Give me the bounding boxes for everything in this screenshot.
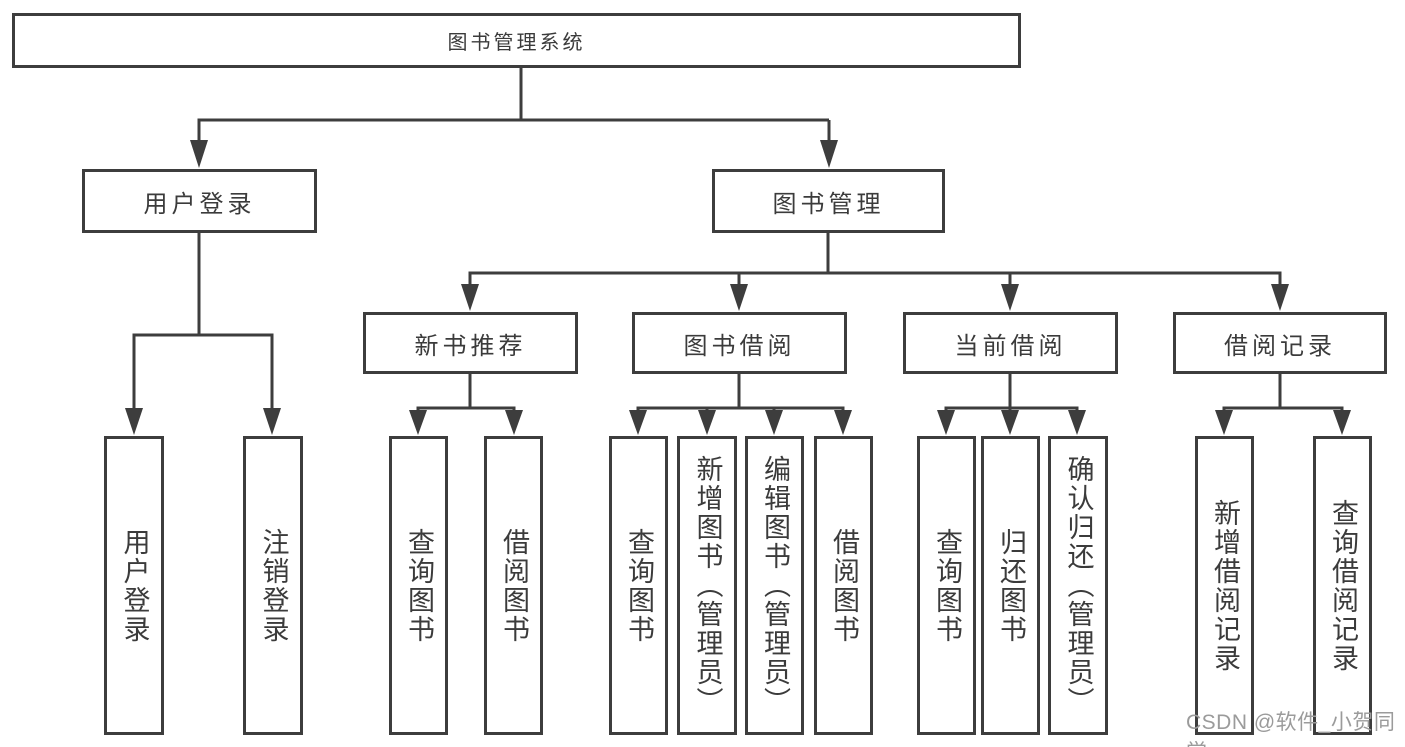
node-current-borrow: 当前借阅: [903, 312, 1118, 374]
node-leaf-logout: 注销登录: [243, 436, 303, 735]
arrowhead-icon: [409, 410, 427, 435]
node-leaf-br-query-record: 查询借阅记录: [1313, 436, 1372, 735]
edge-lines: [132, 68, 1344, 411]
arrowhead-icon: [1333, 410, 1351, 435]
arrowhead-icon: [698, 410, 716, 435]
arrowhead-icon: [629, 410, 647, 435]
edge-book-mgmt-to-level3: [468, 232, 1282, 285]
node-new-book-recommend: 新书推荐: [363, 312, 578, 374]
arrowhead-icon: [190, 140, 208, 168]
arrowhead-icon: [1215, 410, 1233, 435]
node-leaf-cb-query-books: 查询图书: [917, 436, 976, 735]
arrowhead-icon: [730, 284, 748, 311]
node-leaf-rec-query-books: 查询图书: [389, 436, 448, 735]
edge-new-book-rec-group: [416, 373, 516, 411]
arrowhead-icon: [505, 410, 523, 435]
arrowhead-icon: [461, 284, 479, 311]
node-book-borrow: 图书借阅: [632, 312, 847, 374]
arrowhead-icon: [125, 408, 143, 435]
node-leaf-bb-borrow-books: 借阅图书: [814, 436, 873, 735]
arrowheads: [125, 140, 1351, 435]
edge-borrow-records-group: [1222, 373, 1344, 411]
arrowhead-icon: [765, 410, 783, 435]
arrowhead-icon: [937, 410, 955, 435]
arrowhead-icon: [1271, 284, 1289, 311]
node-leaf-bb-edit-books-admin: 编辑图书（管理员）: [745, 436, 804, 735]
arrowhead-icon: [1001, 284, 1019, 311]
arrowhead-icon: [1068, 410, 1086, 435]
node-leaf-rec-borrow-books: 借阅图书: [484, 436, 543, 735]
node-leaf-cb-return-books: 归还图书: [981, 436, 1040, 735]
node-leaf-cb-confirm-return-admin: 确认归还（管理员）: [1048, 436, 1108, 735]
arrowhead-icon: [820, 140, 838, 168]
arrowhead-icon: [1001, 410, 1019, 435]
edge-book-borrow-group: [636, 373, 845, 411]
arrowhead-icon: [834, 410, 852, 435]
node-user-login: 用户登录: [82, 169, 317, 233]
node-borrow-records: 借阅记录: [1173, 312, 1387, 374]
node-leaf-user-login: 用户登录: [104, 436, 164, 735]
node-root: 图书管理系统: [12, 13, 1021, 68]
edge-user-login-to-leaves: [132, 232, 274, 409]
edge-current-borrow-group: [944, 373, 1079, 411]
node-leaf-bb-add-books-admin: 新增图书（管理员）: [677, 436, 737, 735]
node-book-management: 图书管理: [712, 169, 945, 233]
node-leaf-bb-query-books: 查询图书: [609, 436, 668, 735]
edge-root-to-level2: [197, 68, 831, 141]
node-leaf-br-add-record: 新增借阅记录: [1195, 436, 1254, 735]
arrowhead-icon: [263, 408, 281, 435]
